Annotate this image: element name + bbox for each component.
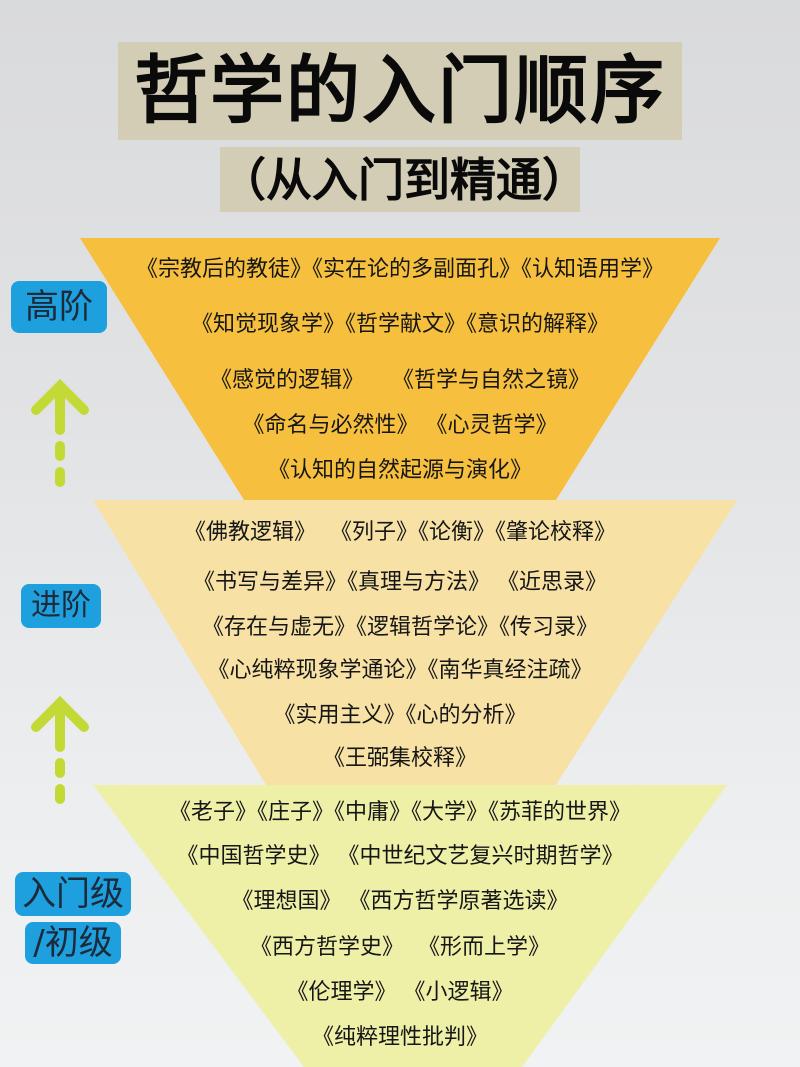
book-row: 《书写与差异》《真理与方法》 《近思录》: [193, 570, 607, 595]
arrow-up-icon: [31, 695, 89, 804]
book-row: 《伦理学》 《小逻辑》: [286, 980, 514, 1005]
level-badge-advanced: 高阶: [11, 281, 107, 333]
book-row: 《存在与虚无》《逻辑哲学论》《传习录》: [201, 615, 598, 640]
book-row: 《感觉的逻辑》 《哲学与自然之镜》: [210, 368, 590, 393]
book-row: 《老子》《庄子》《中庸》《大学》《苏菲的世界》: [168, 800, 631, 825]
book-row: 《认知的自然起源与演化》: [267, 458, 532, 483]
book-row: 《宗教后的教徒》《实在论的多副面孔》《认知语用学》: [135, 257, 664, 282]
level-badge-beginner-line2: /初级: [25, 922, 121, 964]
subtitle-banner: （从入门到精通）: [220, 147, 588, 212]
book-row: 《理想国》 《西方哲学原著选读》: [231, 889, 569, 914]
tier-advanced-shape: [80, 238, 720, 500]
book-row: 《王弼集校释》: [322, 746, 477, 771]
book-row: 《命名与必然性》 《心灵哲学》: [242, 413, 558, 438]
level-label: /初级: [33, 923, 113, 963]
level-label: 高阶: [25, 287, 93, 327]
level-label: 入门级: [22, 874, 124, 914]
tier-beginner-shape: [93, 785, 727, 1067]
tier-intermediate-shape: [93, 500, 737, 785]
book-row: 《西方哲学史》 《形而上学》: [250, 935, 550, 960]
book-row: 《中国哲学史》 《中世纪文艺复兴时期哲学》: [176, 844, 624, 869]
book-row: 《实用主义》《心的分析》: [273, 703, 527, 728]
book-row: 《佛教逻辑》 《列子》《论衡》《肇论校释》: [184, 520, 616, 545]
title-banner: 哲学的入门顺序: [118, 42, 682, 140]
arrow-up-icon: [31, 378, 89, 487]
level-badge-beginner-line1: 入门级: [15, 872, 131, 916]
book-row: 《纯粹理性批判》: [311, 1025, 488, 1050]
level-label: 进阶: [31, 588, 91, 623]
book-row: 《知觉现象学》《哲学献文》《意识的解释》: [190, 312, 609, 337]
book-row: 《心纯粹现象学通论》《南华真经注疏》: [207, 658, 593, 683]
page-title: 哲学的入门顺序: [134, 48, 666, 134]
level-badge-intermediate: 进阶: [21, 584, 101, 628]
page-subtitle: （从入门到精通）: [220, 152, 588, 207]
